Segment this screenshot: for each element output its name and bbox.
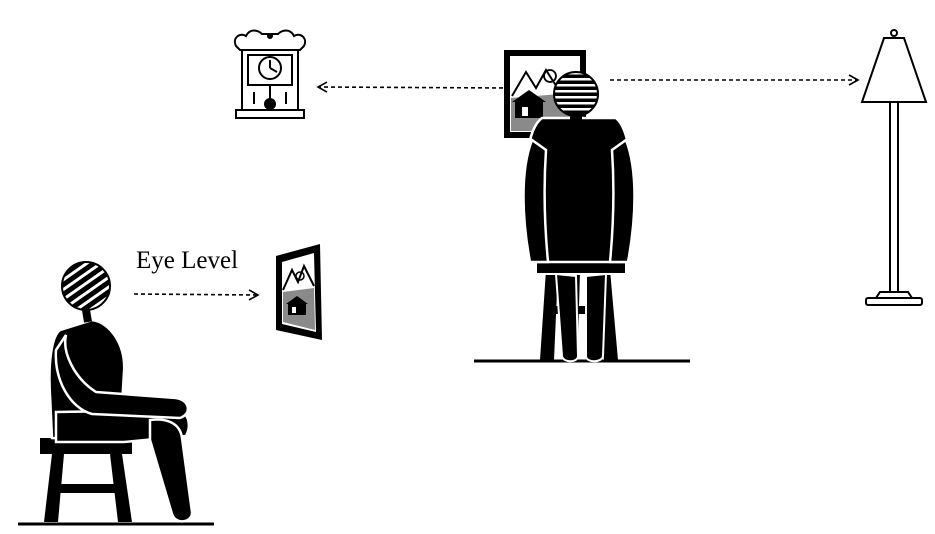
- head-striped: [553, 71, 599, 117]
- seated-person-back-icon: [474, 71, 690, 363]
- eye-level-label: Eye Level: [136, 247, 238, 274]
- seated-person-side-icon: [18, 261, 214, 526]
- floor-lamp-icon: [860, 29, 928, 306]
- head-striped: [61, 261, 111, 311]
- framed-picture-icon: [276, 244, 322, 340]
- stool-side: [40, 438, 132, 522]
- dashed-arrow-icon: [133, 289, 260, 301]
- cuckoo-clock-icon: [234, 29, 306, 119]
- dashed-arrow-icon: [316, 81, 511, 93]
